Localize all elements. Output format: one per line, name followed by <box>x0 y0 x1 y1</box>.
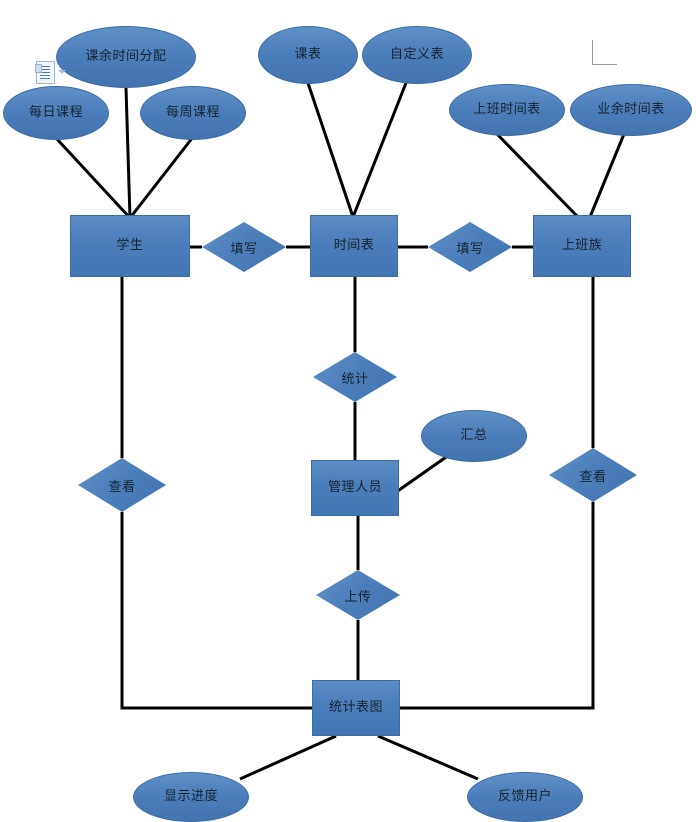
attribute-feedback_user[interactable]: 反馈用户 <box>467 772 583 822</box>
relationship-fill_student[interactable]: 填写 <box>202 222 286 272</box>
relationship-label: 查看 <box>579 469 607 485</box>
relationship-label: 填写 <box>230 241 258 257</box>
paste-options-icon[interactable] <box>35 60 76 84</box>
edge-weekly_course-to-student <box>128 136 195 219</box>
edge-daily_course-to-student <box>54 136 132 220</box>
edge-custom_table-to-timetable <box>351 82 408 218</box>
edge-spare_timetable-to-worker <box>588 133 626 218</box>
edge-spare_time_alloc-to-student <box>124 87 132 219</box>
attribute-summary[interactable]: 汇总 <box>421 410 527 462</box>
relationship-view_left[interactable]: 查看 <box>78 458 166 512</box>
attribute-label: 上班时间表 <box>473 101 541 117</box>
relationship-label: 统计 <box>341 371 369 387</box>
entity-label: 管理人员 <box>327 479 382 495</box>
attribute-label: 课余时间分配 <box>85 48 167 64</box>
relationship-upload[interactable]: 上传 <box>316 570 400 620</box>
attribute-label: 业余时间表 <box>597 101 665 117</box>
attribute-daily_course[interactable]: 每日课程 <box>3 86 109 140</box>
attribute-show_progress[interactable]: 显示进度 <box>133 772 249 822</box>
relationship-label: 上传 <box>344 589 372 605</box>
entity-label: 统计表图 <box>328 699 383 715</box>
attribute-weekly_course[interactable]: 每周课程 <box>140 86 246 140</box>
edge-view_left-to-chart <box>120 512 312 710</box>
attribute-label: 显示进度 <box>163 788 218 804</box>
edge-summary-to-manager <box>391 453 450 497</box>
entity-timetable[interactable]: 时间表 <box>310 215 398 277</box>
attribute-spare_timetable[interactable]: 业余时间表 <box>570 84 692 136</box>
edge-course_table-to-timetable <box>306 82 355 218</box>
relationship-stat[interactable]: 统计 <box>313 352 397 402</box>
attribute-work_timetable[interactable]: 上班时间表 <box>449 84 565 136</box>
attribute-label: 汇总 <box>460 427 488 443</box>
relationship-view_right[interactable]: 查看 <box>549 448 637 502</box>
edge-chart-to-show_progress <box>239 734 337 781</box>
page-margin-corner-mark <box>592 40 617 65</box>
entity-worker[interactable]: 上班族 <box>533 215 631 277</box>
relationship-label: 填写 <box>456 241 484 257</box>
entity-student[interactable]: 学生 <box>70 215 190 277</box>
attribute-custom_table[interactable]: 自定义表 <box>362 26 472 84</box>
entity-label: 上班族 <box>561 237 603 253</box>
attribute-course_table[interactable]: 课表 <box>258 26 358 84</box>
edge-view_right-to-chart <box>400 502 595 710</box>
attribute-spare_time_alloc[interactable]: 课余时间分配 <box>56 26 196 88</box>
attribute-label: 自定义表 <box>389 46 444 62</box>
entity-manager[interactable]: 管理人员 <box>311 460 399 516</box>
attribute-label: 每周课程 <box>165 104 220 120</box>
relationship-label: 查看 <box>108 479 136 495</box>
paste-document-glyph <box>35 60 55 84</box>
attribute-label: 课表 <box>294 46 322 62</box>
entity-label: 时间表 <box>333 237 375 253</box>
entity-chart[interactable]: 统计表图 <box>312 680 400 736</box>
paste-options-chevron-icon[interactable] <box>58 70 66 74</box>
relationship-fill_worker[interactable]: 填写 <box>428 222 512 272</box>
edge-chart-to-feedback_user <box>377 734 479 781</box>
attribute-label: 每日课程 <box>28 104 83 120</box>
entity-label: 学生 <box>116 237 144 253</box>
attribute-label: 反馈用户 <box>497 788 552 804</box>
edge-work_timetable-to-worker <box>494 131 580 219</box>
